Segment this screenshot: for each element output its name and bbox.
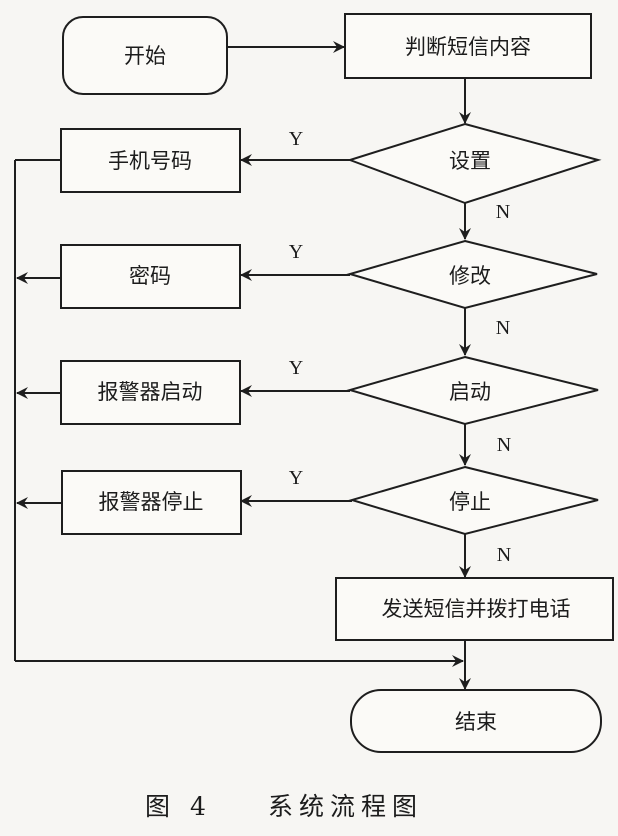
judge-content-box xyxy=(344,13,592,79)
alarm-start-label: 报警器启动 xyxy=(98,380,203,404)
judge-content-label: 判断短信内容 xyxy=(405,35,531,59)
end-label: 结束 xyxy=(455,710,497,734)
label-yes-set: Y xyxy=(289,128,303,150)
password-label: 密码 xyxy=(129,264,171,288)
label-no-stop: N xyxy=(497,544,511,566)
figure-number: 图 4 xyxy=(145,792,212,821)
decision-set-label: 设置 xyxy=(449,149,491,173)
phone-number-label: 手机号码 xyxy=(108,149,192,173)
label-no-start: N xyxy=(497,434,511,456)
send-sms-call-label: 发送短信并拨打电话 xyxy=(382,597,571,621)
decision-start-label: 启动 xyxy=(449,380,491,404)
start-terminal xyxy=(62,16,228,95)
start-label: 开始 xyxy=(124,44,166,68)
password-box xyxy=(60,244,241,309)
label-yes-stop: Y xyxy=(289,467,303,489)
label-no-set: N xyxy=(496,201,510,223)
label-yes-start: Y xyxy=(289,357,303,379)
decision-stop-label: 停止 xyxy=(449,490,491,514)
label-no-modify: N xyxy=(496,317,510,339)
label-yes-modify: Y xyxy=(289,241,303,263)
figure-title: 系统流程图 xyxy=(268,792,423,821)
alarm-stop-box xyxy=(61,470,242,535)
alarm-start-box xyxy=(60,360,241,425)
end-terminal xyxy=(350,689,602,753)
alarm-stop-label: 报警器停止 xyxy=(99,490,204,514)
decision-modify-label: 修改 xyxy=(449,264,491,288)
send-sms-call-box xyxy=(335,577,614,641)
